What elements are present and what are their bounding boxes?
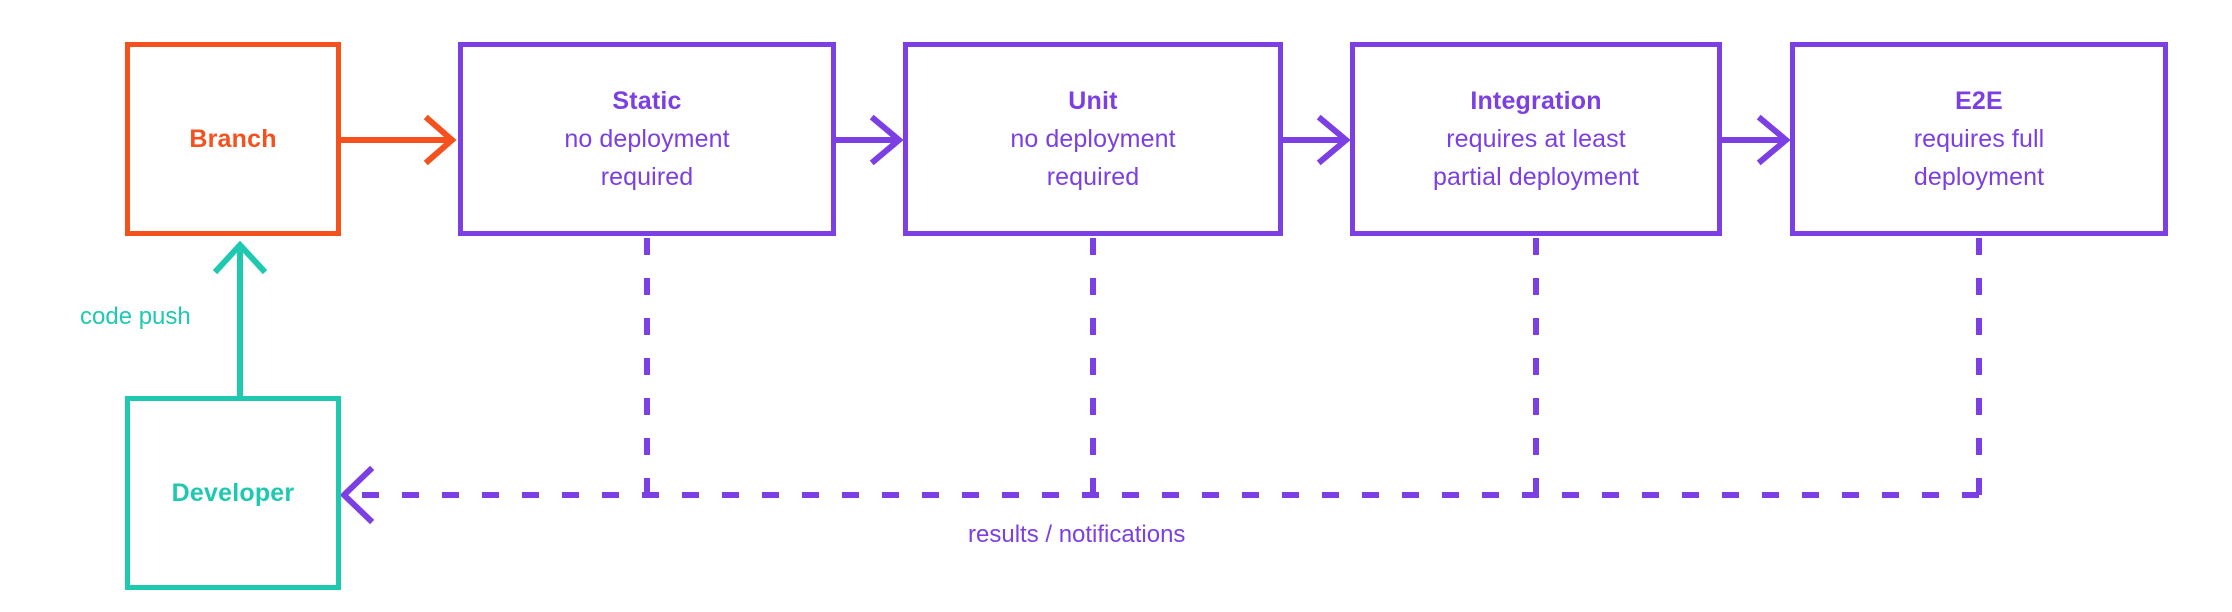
node-stage-static-title: Static — [612, 87, 682, 115]
edge-results-drops — [644, 238, 1982, 495]
edge-integration-to-e2e — [1722, 114, 1791, 166]
node-stage-e2e-title: E2E — [1955, 87, 2003, 115]
node-stage-static-subtitle-line2: required — [600, 163, 694, 191]
edge-label-code-push: code push — [80, 303, 191, 330]
node-developer-title: Developer — [171, 479, 295, 507]
node-stage-e2e-subtitle-line2: deployment — [1913, 163, 2045, 191]
node-stage-static[interactable]: Static no deployment required — [458, 42, 836, 236]
edge-label-results-notifications: results / notifications — [968, 521, 1186, 548]
node-stage-integration[interactable]: Integration requires at least partial de… — [1350, 42, 1722, 236]
edge-branch-to-static — [341, 114, 457, 166]
edge-code-push — [212, 240, 268, 396]
node-stage-unit-subtitle-line2: required — [1046, 163, 1140, 191]
edge-results-return — [339, 465, 1979, 525]
node-stage-unit-title: Unit — [1068, 87, 1118, 115]
node-stage-integration-subtitle-line1: requires at least — [1446, 125, 1626, 153]
node-branch-title: Branch — [189, 125, 277, 153]
node-stage-e2e[interactable]: E2E requires full deployment — [1790, 42, 2168, 236]
node-stage-e2e-subtitle-line1: requires full — [1913, 125, 2045, 153]
node-stage-unit-subtitle-line1: no deployment — [1010, 125, 1176, 153]
node-developer[interactable]: Developer — [125, 396, 341, 590]
node-branch[interactable]: Branch — [125, 42, 341, 236]
edge-static-to-unit — [836, 114, 904, 166]
node-stage-static-subtitle-line1: no deployment — [564, 125, 730, 153]
edge-unit-to-integration — [1283, 114, 1351, 166]
node-stage-integration-subtitle-line2: partial deployment — [1432, 163, 1640, 191]
node-stage-integration-title: Integration — [1470, 87, 1602, 115]
node-stage-unit[interactable]: Unit no deployment required — [903, 42, 1283, 236]
